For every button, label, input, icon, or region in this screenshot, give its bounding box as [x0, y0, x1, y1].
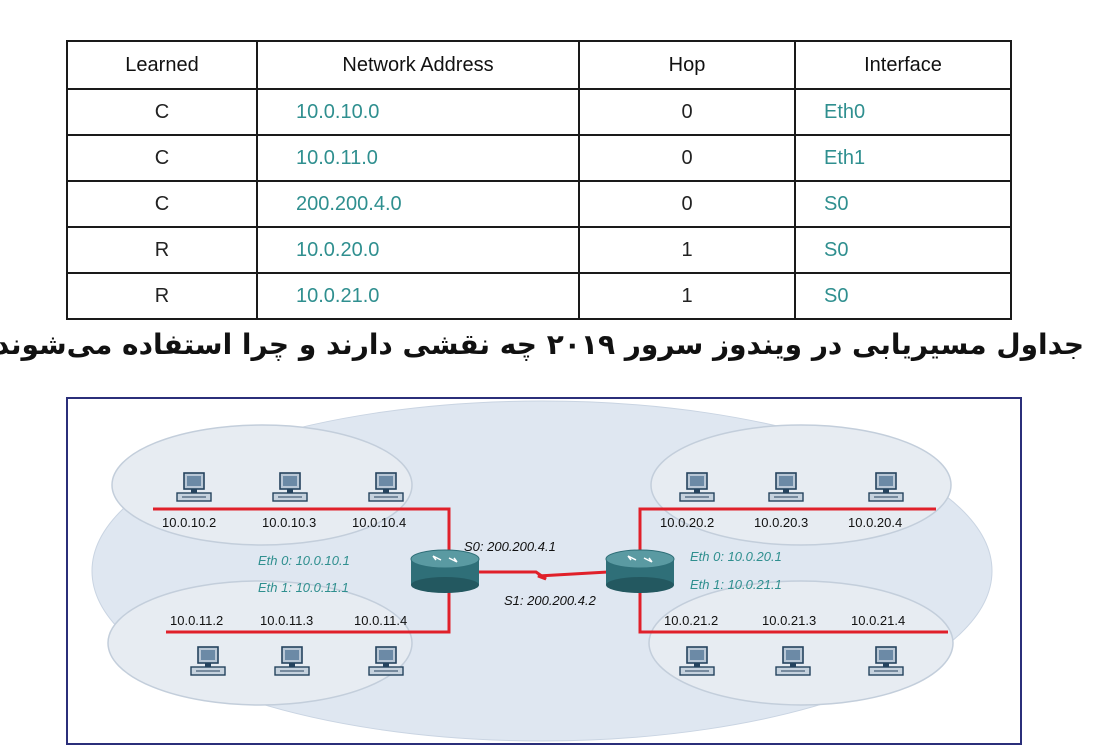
cell-interface: S0: [794, 180, 1012, 228]
cell-learned: C: [66, 180, 258, 228]
network-diagram: 10.0.10.2 10.0.10.3 10.0.10.4 10.0.11.2 …: [66, 397, 1022, 745]
interface-label: Eth 1: 10.0.21.1: [690, 577, 782, 592]
router-left: [410, 549, 480, 593]
cell-hop: 1: [578, 272, 796, 320]
serial-label: S0: 200.200.4.1: [464, 539, 556, 554]
host-label: 10.0.21.4: [851, 613, 905, 628]
table-header-row: Learned Network Address Hop Interface: [66, 40, 1012, 90]
interface-label: Eth 1: 10.0.11.1: [258, 580, 349, 595]
router-arrows-icon: [432, 555, 458, 563]
cell-learned: C: [66, 88, 258, 136]
header-learned: Learned: [66, 40, 258, 90]
subnet-bottom-left: [107, 580, 413, 706]
cell-network-address: 10.0.11.0: [256, 134, 580, 182]
question-heading: جداول مسیریابی در ویندوز سرور ۲۰۱۹ چه نق…: [0, 328, 1084, 361]
interface-label: Eth 0: 10.0.20.1: [690, 549, 782, 564]
host-label: 10.0.21.2: [664, 613, 718, 628]
host-label: 10.0.11.3: [260, 613, 313, 628]
cell-interface: S0: [794, 272, 1012, 320]
host-label: 10.0.20.4: [848, 515, 902, 530]
cell-network-address: 10.0.10.0: [256, 88, 580, 136]
cell-hop: 1: [578, 226, 796, 274]
router-right: [605, 549, 675, 593]
cell-learned: R: [66, 272, 258, 320]
table-row: C 10.0.10.0 0 Eth0: [66, 88, 1012, 136]
header-interface: Interface: [794, 40, 1012, 90]
host-label: 10.0.11.4: [354, 613, 407, 628]
table-row: R 10.0.20.0 1 S0: [66, 226, 1012, 274]
host-label: 10.0.10.3: [262, 515, 316, 530]
serial-label: S1: 200.200.4.2: [504, 593, 597, 608]
host-label: 10.0.20.2: [660, 515, 714, 530]
cell-network-address: 10.0.20.0: [256, 226, 580, 274]
cell-network-address: 10.0.21.0: [256, 272, 580, 320]
host-label: 10.0.10.4: [352, 515, 406, 530]
subnet-top-left: [111, 424, 413, 546]
cell-interface: S0: [794, 226, 1012, 274]
subnet-top-right: [650, 424, 952, 546]
cell-hop: 0: [578, 180, 796, 228]
network-diagram-svg: 10.0.10.2 10.0.10.3 10.0.10.4 10.0.11.2 …: [91, 400, 993, 742]
header-network-address: Network Address: [256, 40, 580, 90]
header-hop: Hop: [578, 40, 796, 90]
table-row: C 200.200.4.0 0 S0: [66, 180, 1012, 228]
host-label: 10.0.20.3: [754, 515, 808, 530]
cell-hop: 0: [578, 88, 796, 136]
table-row: C 10.0.11.0 0 Eth1: [66, 134, 1012, 182]
cell-hop: 0: [578, 134, 796, 182]
cell-interface: Eth0: [794, 88, 1012, 136]
subnet-bottom-right: [648, 580, 954, 706]
interface-label: Eth 0: 10.0.10.1: [258, 553, 350, 568]
table-row: R 10.0.21.0 1 S0: [66, 272, 1012, 320]
cell-learned: C: [66, 134, 258, 182]
cell-learned: R: [66, 226, 258, 274]
host-label: 10.0.11.2: [170, 613, 223, 628]
cell-network-address: 200.200.4.0: [256, 180, 580, 228]
router-arrows-icon: [627, 555, 653, 563]
host-label: 10.0.10.2: [162, 515, 216, 530]
cell-interface: Eth1: [794, 134, 1012, 182]
routing-table: Learned Network Address Hop Interface C …: [66, 40, 1012, 320]
host-label: 10.0.21.3: [762, 613, 816, 628]
